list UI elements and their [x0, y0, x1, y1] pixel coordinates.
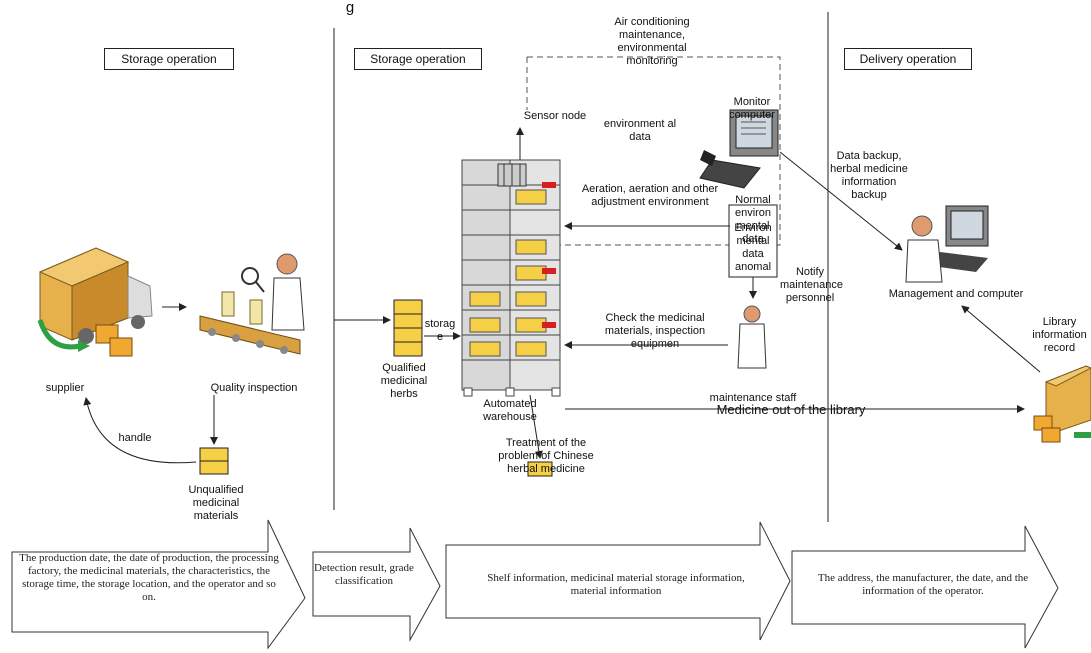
quality-inspection-icon [199, 253, 305, 355]
unqualified-box-top [199, 447, 229, 462]
section-storage-left: Storage operation [104, 48, 234, 70]
label-air-conditioning: Air conditioning maintenance, environmen… [614, 16, 690, 67]
qualified-herbs-stack [393, 299, 423, 357]
label-unqualified: Unqualified medicinal materials [188, 484, 244, 522]
treatment-box [527, 461, 553, 477]
monitor-computer-icon [699, 109, 779, 189]
arrow-handle [83, 397, 197, 464]
delivery-truck-icon [1033, 365, 1091, 443]
unqualified-box-bottom [199, 460, 229, 475]
label-environmental-data: environment al data [603, 118, 677, 143]
header-fragment: g [345, 0, 355, 16]
label-quality-inspection: Quality inspection [210, 382, 298, 394]
arrow-library-record [961, 305, 1041, 373]
automated-warehouse-rack [461, 159, 561, 397]
info-arrow-1-shape [11, 519, 306, 650]
info-arrow-4-shape [791, 525, 1059, 649]
maintenance-staff-icon [737, 305, 767, 369]
arrow-data-backup [779, 151, 903, 251]
label-maintenance-staff: maintenance staff [709, 392, 797, 404]
label-management: Management and computer [888, 288, 1024, 300]
label-automated-warehouse: Automated warehouse [483, 398, 537, 423]
label-monitor-computer: Monitor computer [729, 96, 775, 121]
label-library-record: Library information record [1032, 316, 1087, 354]
arrow-to-treatment [529, 394, 543, 459]
label-supplier: supplier [45, 382, 85, 394]
label-qualified: Qualified medicinal herbs [380, 362, 428, 400]
label-aeration: Aeration, aeration and other adjustment … [581, 183, 719, 208]
label-sensor-node: Sensor node [523, 110, 587, 122]
label-storage: storag e [424, 318, 456, 343]
info-arrow-1-text: The production date, the date of product… [19, 552, 279, 603]
info-arrow-2-text: Detection result, grade classification [314, 562, 414, 587]
label-env-anomal: Environ mental data anomal [734, 222, 772, 273]
info-arrow-3-text: Shelf information, medicinal material st… [487, 572, 745, 597]
label-notify: Notify maintenance personnel [780, 266, 843, 304]
label-handle: handle [118, 432, 152, 444]
label-data-backup: Data backup, herbal medicine information… [830, 150, 908, 201]
label-medicine-out: Medicine out of the library [716, 402, 866, 417]
label-check: Check the medicinal materials, inspectio… [604, 312, 706, 350]
info-arrow-3-shape [445, 521, 791, 641]
supplier-truck-icon [37, 247, 153, 357]
label-treatment: Treatment of the problem of Chinese herb… [498, 437, 594, 475]
section-storage-mid: Storage operation [354, 48, 482, 70]
env-data-box [728, 204, 778, 278]
management-computer-icon [905, 205, 989, 283]
info-arrow-2-shape [312, 527, 441, 642]
section-delivery: Delivery operation [844, 48, 972, 70]
label-normal-env: Normal environ mental data [734, 194, 772, 245]
info-arrow-4-text: The address, the manufacturer, the date,… [817, 572, 1029, 597]
